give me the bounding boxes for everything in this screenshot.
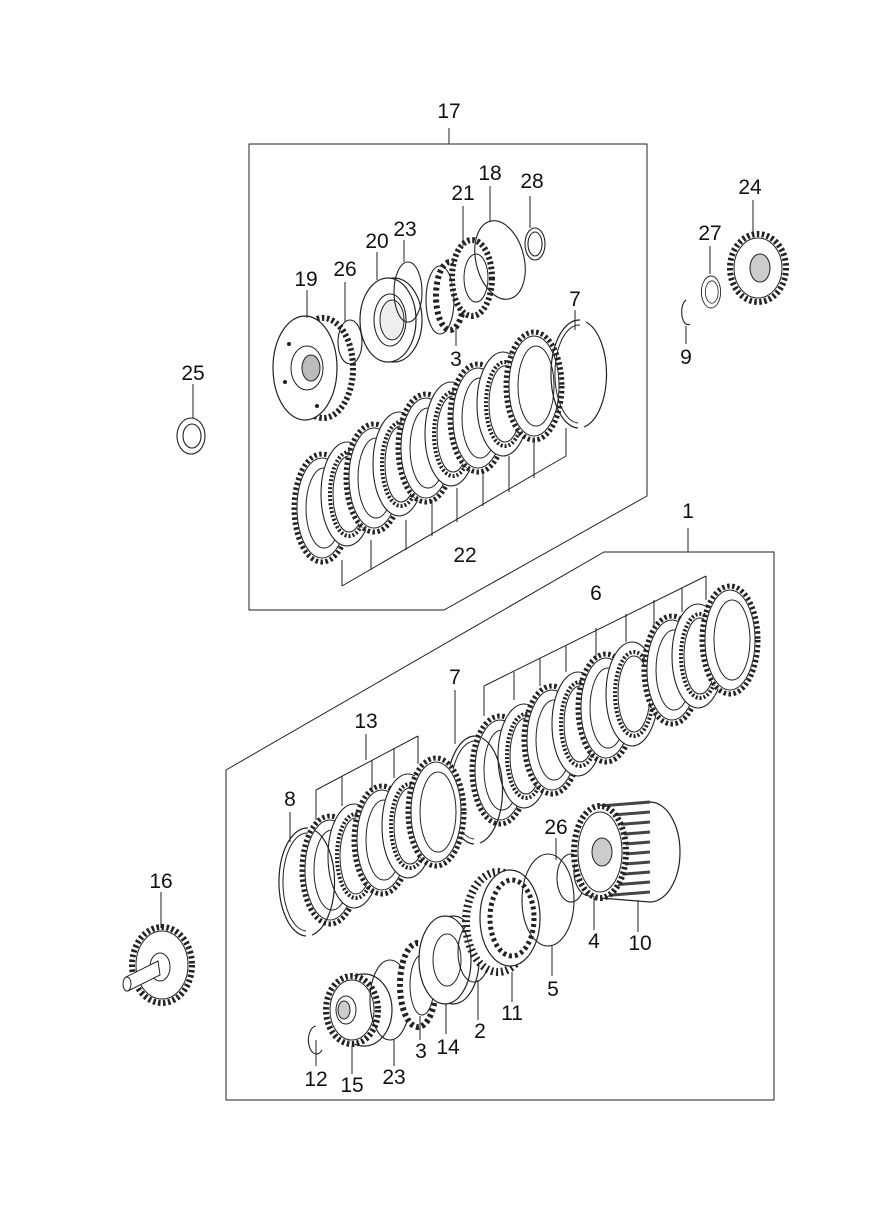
callout-27: 27 (698, 222, 721, 245)
callout-5: 5 (547, 978, 559, 1001)
part-25-washer (176, 417, 206, 455)
callout-22: 22 (453, 544, 476, 567)
callout-21: 21 (451, 182, 474, 205)
part-5-snap-ring (521, 853, 575, 947)
callout-3-lower: 3 (415, 1040, 427, 1063)
part-6-clutch-pack (472, 586, 758, 824)
callout-7: 7 (569, 288, 581, 311)
part-23-ring (393, 261, 423, 323)
callout-10: 10 (628, 932, 651, 955)
part-16-shaft-gear (122, 924, 195, 1006)
callout-20: 20 (365, 230, 388, 253)
callout-26-lower: 26 (544, 816, 567, 839)
part-24-gear (727, 231, 789, 305)
callout-23: 23 (393, 218, 416, 241)
assembly-17-frame (248, 143, 648, 611)
callout-8: 8 (284, 788, 296, 811)
callout-1: 1 (682, 500, 694, 523)
callout-15: 15 (340, 1074, 363, 1097)
callout-12: 12 (304, 1068, 327, 1091)
part-21-spring (449, 237, 495, 319)
callout-7-lower: 7 (449, 666, 461, 689)
part-10-splined-drum (571, 800, 681, 903)
part-12-snap-ring (307, 1025, 323, 1055)
part-9-snap-ring (681, 299, 691, 326)
callout-9: 9 (680, 346, 692, 369)
callout-23-lower: 23 (382, 1066, 405, 1089)
callout-6: 6 (590, 582, 602, 605)
callout-11: 11 (501, 1002, 523, 1025)
part-19-hub-gear (272, 315, 356, 421)
part-26-ring (337, 319, 363, 365)
part-20-piston (359, 277, 423, 363)
leader-lines (160, 128, 754, 1074)
assembly-1-frame (225, 551, 775, 1101)
callout-4: 4 (588, 930, 600, 953)
part-14-piston (418, 915, 480, 1005)
callout-18: 18 (478, 162, 501, 185)
callout-2: 2 (474, 1020, 486, 1043)
callout-17: 17 (437, 100, 460, 123)
callout-16: 16 (149, 870, 172, 893)
callout-25: 25 (181, 362, 204, 385)
callout-labels: 17 18 28 21 20 23 26 19 3 7 24 27 9 25 2… (149, 100, 762, 1097)
part-15-hub (323, 973, 393, 1047)
callout-3: 3 (450, 348, 462, 371)
callout-26: 26 (333, 258, 356, 281)
callout-14: 14 (436, 1036, 460, 1059)
callout-28: 28 (520, 170, 543, 193)
callout-24: 24 (738, 176, 762, 199)
part-27-washer (700, 275, 722, 309)
part-28-seal-ring (524, 227, 546, 261)
part-11-drum (462, 868, 541, 976)
callout-19: 19 (294, 268, 317, 291)
part-13-clutch-pack (302, 758, 464, 924)
callout-13: 13 (354, 710, 377, 733)
